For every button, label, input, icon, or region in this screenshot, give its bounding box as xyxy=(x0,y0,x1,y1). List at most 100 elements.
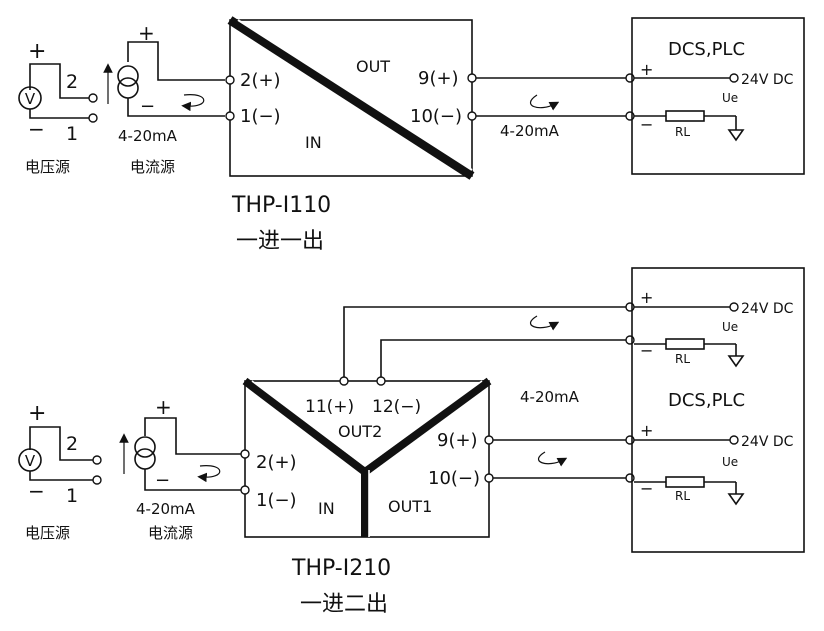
ch2-ground-icon xyxy=(727,355,745,368)
output1-loop-bottom: 4-20mA xyxy=(493,388,635,483)
current-range-label: 4-20mA xyxy=(118,127,178,145)
loop-arrow-out xyxy=(529,94,560,111)
ch2-load-resistor xyxy=(665,338,705,350)
voltage-terminal-2 xyxy=(92,455,102,465)
voltage-minus-sign: − xyxy=(28,117,45,141)
voltage-plus-sign: + xyxy=(28,39,46,64)
ch2-rl-label: RL xyxy=(675,352,690,366)
in-neg-label: 1(−) xyxy=(256,490,297,511)
load-resistor xyxy=(665,110,705,122)
current-source-caption: 电流源 xyxy=(148,524,193,542)
current-minus-sign: − xyxy=(140,96,155,117)
current-plus-sign: + xyxy=(138,21,155,45)
out1-pos-label: 9(+) xyxy=(437,430,478,451)
ch1-ue-label: Ue xyxy=(722,455,738,469)
ground-icon xyxy=(727,129,745,142)
supply-label: 24V DC xyxy=(741,72,794,88)
ch2-minus: − xyxy=(640,341,653,360)
out2-label: OUT2 xyxy=(338,422,382,441)
out-label: OUT xyxy=(356,57,390,76)
loop-current-label: 4-20mA xyxy=(500,122,560,140)
out2-pos-label: 11(+) xyxy=(305,397,354,417)
dcs-plc-top: DCS,PLC + 24V DC Ue − RL xyxy=(631,17,805,175)
loop-current-label: 4-20mA xyxy=(520,388,580,406)
out1-neg-label: 10(−) xyxy=(428,468,480,489)
voltage-terminal-1 xyxy=(88,113,98,123)
ch2-plus: + xyxy=(640,288,653,307)
ch2-supply-terminal xyxy=(729,302,739,312)
voltage-source-caption: 电压源 xyxy=(25,524,70,542)
out-pos-label: 9(+) xyxy=(418,68,459,89)
output-loop-top: 4-20mA xyxy=(476,73,635,140)
ch1-rl-label: RL xyxy=(675,489,690,503)
loop-arrow-out2 xyxy=(529,315,560,331)
in-label: IN xyxy=(305,133,322,152)
voltmeter-symbol: V xyxy=(25,90,36,108)
voltage-pin-low: 1 xyxy=(66,123,78,145)
diagram-top: + V 2 1 − 电压源 + − 4-20mA 电流源 xyxy=(18,16,805,254)
terminal-in-neg xyxy=(225,111,235,121)
voltmeter-symbol: V xyxy=(25,452,36,470)
dcs-title: DCS,PLC xyxy=(668,39,745,60)
rl-label: RL xyxy=(675,125,690,139)
terminal-out1-neg xyxy=(484,473,494,483)
ch1-load-resistor xyxy=(665,476,705,488)
model-label: THP-I110 xyxy=(231,193,331,218)
ch2-supply-label: 24V DC xyxy=(741,301,794,317)
voltage-pin-low: 1 xyxy=(66,485,78,507)
ch1-minus: − xyxy=(640,479,653,498)
voltage-pin-high: 2 xyxy=(66,71,78,93)
loop-arrow-in xyxy=(181,94,205,112)
current-source-bottom: + − 4-20mA 电流源 xyxy=(119,395,242,542)
diagram-bottom: + V 2 1 − 电压源 + − 4-20mA 电流源 xyxy=(18,267,805,617)
terminal-out2-pos xyxy=(339,376,349,386)
voltage-terminal-2 xyxy=(88,93,98,103)
dcs-plc-bottom: DCS,PLC + 24V DC Ue − RL + 24V DC Ue − xyxy=(631,267,805,553)
voltage-source-top: + V 2 1 − 电压源 xyxy=(18,39,98,176)
terminal-out-neg xyxy=(467,111,477,121)
terminal-out-pos xyxy=(467,73,477,83)
in-pos-label: 2(+) xyxy=(240,70,281,91)
voltage-pin-high: 2 xyxy=(66,433,78,455)
current-minus-sign: − xyxy=(155,470,170,491)
voltage-source-bottom: + V 2 1 − 电压源 xyxy=(18,401,102,542)
in-neg-label: 1(−) xyxy=(240,106,281,127)
out2-neg-label: 12(−) xyxy=(372,397,421,417)
ch1-plus: + xyxy=(640,421,653,440)
current-range-label: 4-20mA xyxy=(136,500,196,518)
supply-terminal xyxy=(729,73,739,83)
terminal-out1-pos xyxy=(484,435,494,445)
module-thp-i110: 2(+) 1(−) OUT IN 9(+) 10(−) THP-I110 一进一… xyxy=(225,16,477,254)
ue-label: Ue xyxy=(722,91,738,105)
ch1-supply-label: 24V DC xyxy=(741,434,794,450)
current-source-top: + − 4-20mA 电流源 xyxy=(103,21,225,176)
current-plus-sign: + xyxy=(155,395,172,419)
ch2-ue-label: Ue xyxy=(722,320,738,334)
voltage-source-caption: 电压源 xyxy=(25,158,70,176)
voltage-plus-sign: + xyxy=(28,401,46,426)
in-label: IN xyxy=(318,499,335,518)
terminal-in-pos xyxy=(225,75,235,85)
voltage-minus-sign: − xyxy=(28,479,45,503)
terminal-in-pos xyxy=(240,449,250,459)
dcs-title: DCS,PLC xyxy=(668,390,745,411)
dcs-minus: − xyxy=(640,115,653,134)
terminal-out2-neg xyxy=(376,376,386,386)
ch1-supply-terminal xyxy=(729,435,739,445)
model-label: THP-I210 xyxy=(291,556,391,581)
voltage-terminal-1 xyxy=(92,475,102,485)
loop-arrow-in xyxy=(197,465,221,483)
terminal-in-neg xyxy=(240,485,250,495)
ch1-ground-icon xyxy=(727,493,745,506)
module-thp-i210: 11(+) 12(−) OUT2 2(+) 1(−) IN OUT1 9(+) … xyxy=(240,376,494,617)
loop-arrow-out1 xyxy=(537,451,568,467)
in-pos-label: 2(+) xyxy=(256,452,297,473)
description-label: 一进一出 xyxy=(236,229,324,254)
current-source-caption: 电流源 xyxy=(130,158,175,176)
out1-label: OUT1 xyxy=(388,497,432,516)
output2-loop-bottom xyxy=(343,302,635,377)
dcs-plus: + xyxy=(640,60,653,79)
description-label: 一进二出 xyxy=(300,592,388,617)
out-neg-label: 10(−) xyxy=(410,106,462,127)
